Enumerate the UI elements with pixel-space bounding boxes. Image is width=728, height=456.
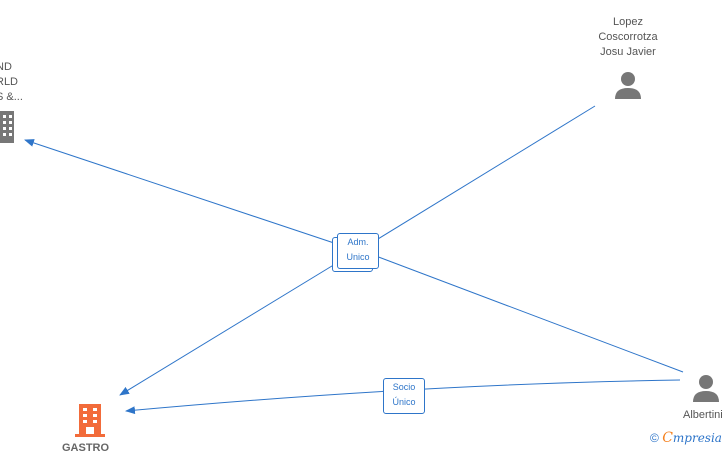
person-right-label[interactable]: Albertini	[683, 409, 723, 421]
edge-label-socio[interactable]: Socio Único	[383, 378, 425, 414]
watermark: © Cmpresia	[650, 430, 722, 446]
company-left-label-line-3: S &...	[0, 91, 23, 103]
company-left-label-line-2: RLD	[0, 76, 19, 88]
edge-label-adm-line-2: Unico	[346, 252, 370, 262]
person-top-label-line-1: Lopez	[613, 16, 643, 28]
edge-label-socio-line-1: Socio	[392, 382, 416, 392]
edge-label-adm[interactable]: Adm. Unico	[337, 233, 379, 269]
copyright-icon: ©	[650, 431, 659, 445]
person-right-icon[interactable]	[693, 375, 719, 402]
brand-logo-rest: mpresia	[672, 431, 722, 445]
edge-person-top-to-adm	[359, 105, 596, 251]
person-top-icon[interactable]	[615, 72, 641, 99]
company-left-label[interactable]: ND RLD S &...	[0, 60, 23, 105]
company-bottom-building-icon[interactable]	[75, 404, 105, 437]
edge-label-adm-line-1: Adm.	[347, 237, 369, 247]
edge-adm-to-gastro	[119, 254, 351, 396]
edge-albertini-to-adm	[359, 249, 684, 373]
person-top-label-line-3: Josu Javier	[600, 46, 656, 58]
edge-label-socio-line-2: Único	[392, 397, 416, 407]
edge-adm-to-company-left	[24, 139, 356, 251]
brand-logo-initial: C	[662, 430, 673, 446]
company-bottom-label[interactable]: GASTRO	[62, 442, 110, 454]
company-left-label-line-1: ND	[0, 61, 12, 73]
person-top-label[interactable]: Lopez Coscorrotza Josu Javier	[586, 15, 670, 60]
company-left-building-icon[interactable]	[0, 111, 14, 143]
person-top-label-line-2: Coscorrotza	[598, 31, 658, 43]
